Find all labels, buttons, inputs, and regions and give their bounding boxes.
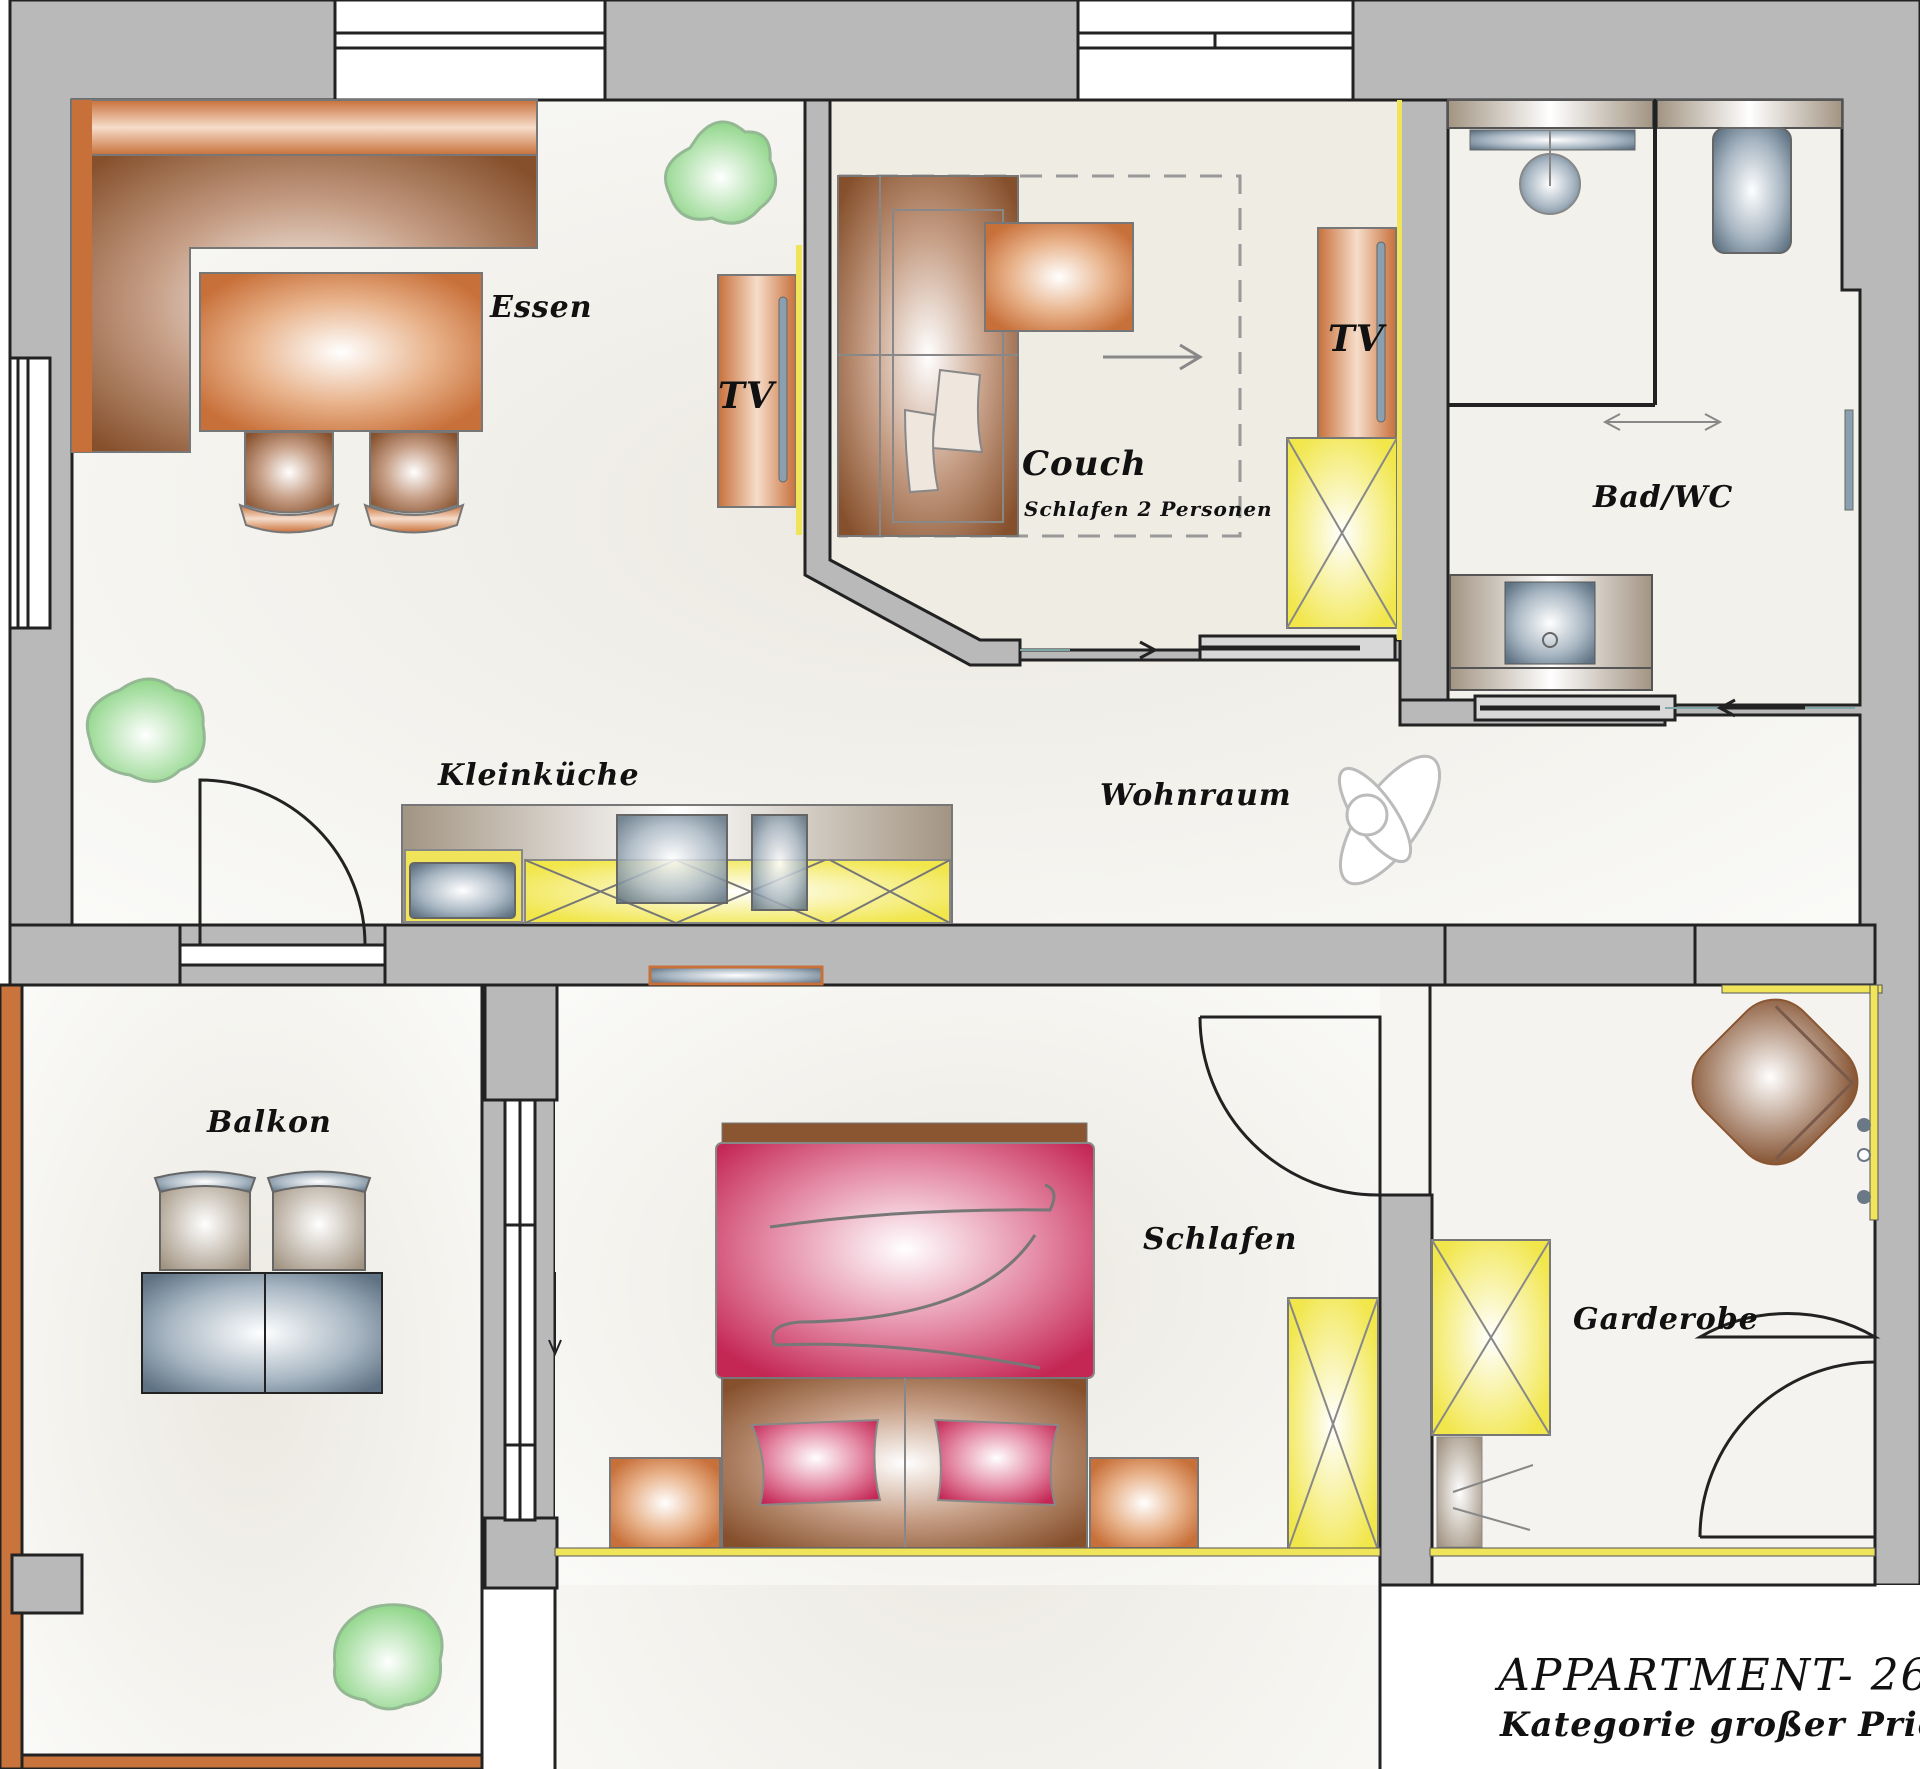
couch-table xyxy=(984,222,1134,332)
plant-icon xyxy=(664,120,778,225)
pillow xyxy=(750,1418,882,1507)
corner-bench xyxy=(71,99,538,156)
coat-hooks xyxy=(1857,1118,1871,1204)
room-label-essen: Essen xyxy=(490,290,593,325)
windows xyxy=(8,0,1355,1522)
room-label-wohnraum: Wohnraum xyxy=(1100,778,1292,813)
plants xyxy=(85,120,778,1711)
toilet xyxy=(1712,127,1792,254)
couch-furniture xyxy=(837,100,1402,640)
couch-sleeps-note: Schlafen 2 Personen xyxy=(1024,497,1273,521)
ceiling-fan-icon xyxy=(1337,754,1442,886)
garderobe-furniture xyxy=(1429,984,1883,1557)
plan-title: APPARTMENT- 26 xyxy=(1498,1650,1920,1701)
internal-walls xyxy=(0,98,1877,1769)
balkon-table xyxy=(141,1272,383,1394)
dining-table xyxy=(199,272,483,432)
plant-icon xyxy=(85,677,206,783)
room-label-schlafen: Schlafen xyxy=(1143,1222,1298,1257)
plan-subtitle: Kategorie großer Priel xyxy=(1500,1705,1920,1745)
bedroom-furniture xyxy=(548,1122,1381,1557)
chair xyxy=(369,431,459,514)
armchair xyxy=(1691,998,1859,1166)
chair xyxy=(244,431,334,514)
nightstand xyxy=(609,1457,721,1549)
bad-furniture xyxy=(1447,99,1854,691)
pillow xyxy=(933,1418,1060,1507)
room-label-balkon: Balkon xyxy=(207,1105,332,1140)
tv-label-left: TV xyxy=(718,375,775,417)
kitchen xyxy=(401,804,953,986)
balkon-furniture xyxy=(141,1170,383,1394)
tv-label-right: TV xyxy=(1328,318,1385,360)
room-label-kleinkueche: Kleinküche xyxy=(438,758,640,793)
nightstand xyxy=(1089,1457,1199,1549)
room-label-couch: Couch xyxy=(1022,444,1147,484)
doors xyxy=(178,634,1881,1539)
room-label-bad-wc: Bad/WC xyxy=(1593,480,1734,515)
room-label-garderobe: Garderobe xyxy=(1573,1302,1759,1337)
plant-icon xyxy=(332,1603,444,1711)
essen-furniture xyxy=(71,99,802,535)
